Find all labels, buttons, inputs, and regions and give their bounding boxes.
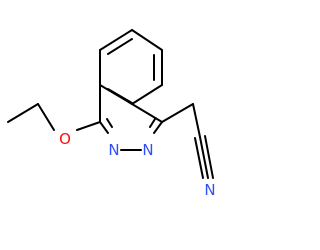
ethoxy-group [7,103,101,131]
bond-n3-c4 [153,121,163,134]
nitrogen-label-nitrile: N [204,181,215,199]
bond-ch2-ch3 [7,103,39,123]
double-bond-c4a-c8a-inner [107,88,133,104]
bond-c1-n2 [99,121,109,134]
triple-bond-line-1 [199,136,209,179]
pyridazine-ring [99,84,163,151]
oxygen-label: O [59,130,71,148]
triple-bond-line-2 [194,137,204,179]
bond-c8-c7 [99,29,133,51]
benzene-ring [99,29,163,105]
bond-c4a-c4 [131,103,163,123]
nitrogen-label-ring-right: N [142,141,153,159]
bond-c4-ch2 [161,103,194,123]
nitrogen-label-ring-left: N [108,141,119,159]
triple-bond-line-3 [204,135,214,179]
cyanomethyl-group [161,103,214,179]
double-bond-c8-c7-inner [107,38,133,55]
bond-c5-c4a [131,84,163,105]
double-bond-c1-n2-inner [106,118,113,128]
bond-c1-o [76,121,101,131]
double-bond-n3-c4-inner [149,118,156,128]
bond-ch2-cn [192,103,201,138]
molecule-structure: O N N N [7,29,216,199]
bond-c7-c6 [131,29,163,51]
bond-o-ch2 [37,103,55,131]
